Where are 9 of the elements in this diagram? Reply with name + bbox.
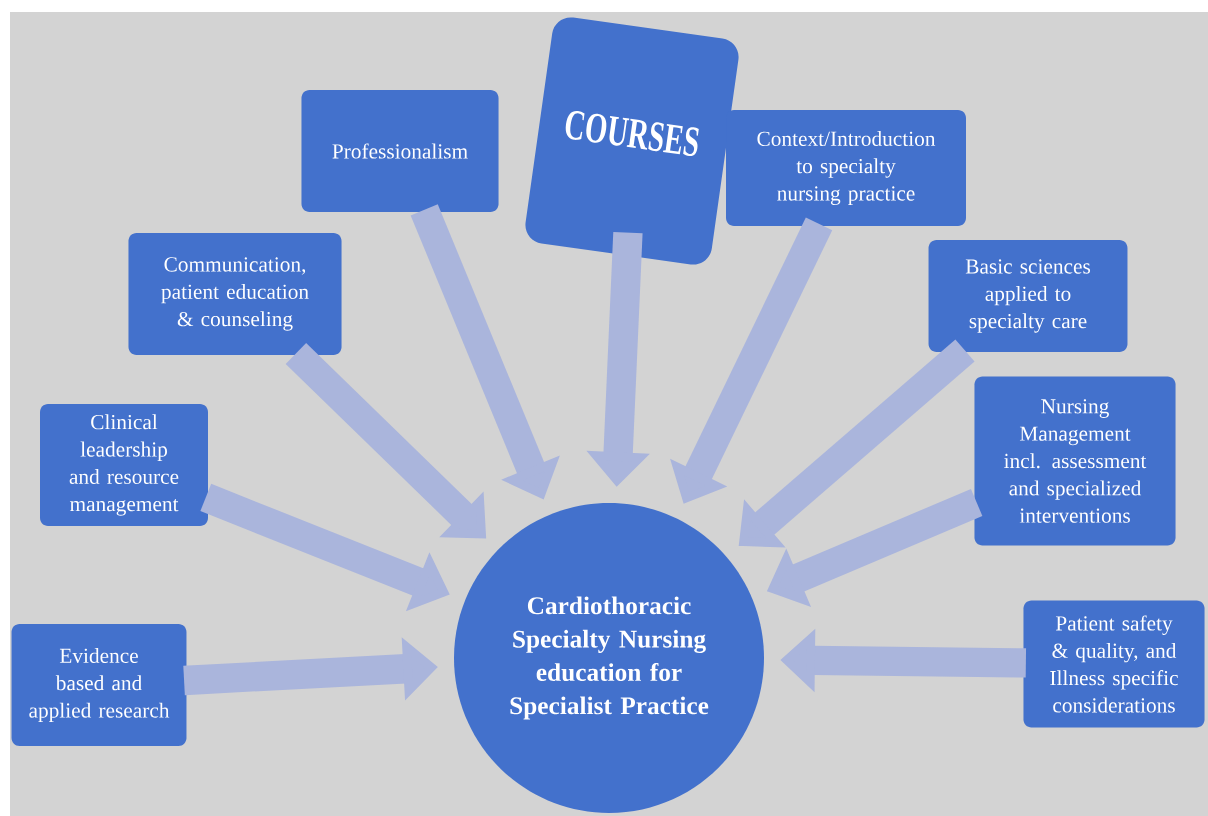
topic-box: Context/Introduction to specialty nursing practice (726, 110, 966, 226)
topic-box: Professionalism (301, 90, 499, 212)
topic-box: Evidence based and applied research (11, 624, 187, 746)
topic-box: Clinical leadership and resource management (40, 404, 208, 526)
topic-box: Basic sciences applied to specialty care (928, 240, 1128, 352)
topic-box: Patient safety & quality, and Illness specific considerations (1023, 600, 1205, 728)
tilted-box: COURSES (525, 17, 739, 265)
topic-box: Nursing Management incl. assessment and specialized interventions (974, 376, 1176, 546)
topic-box: Communication, patient education & counseling (128, 233, 342, 355)
